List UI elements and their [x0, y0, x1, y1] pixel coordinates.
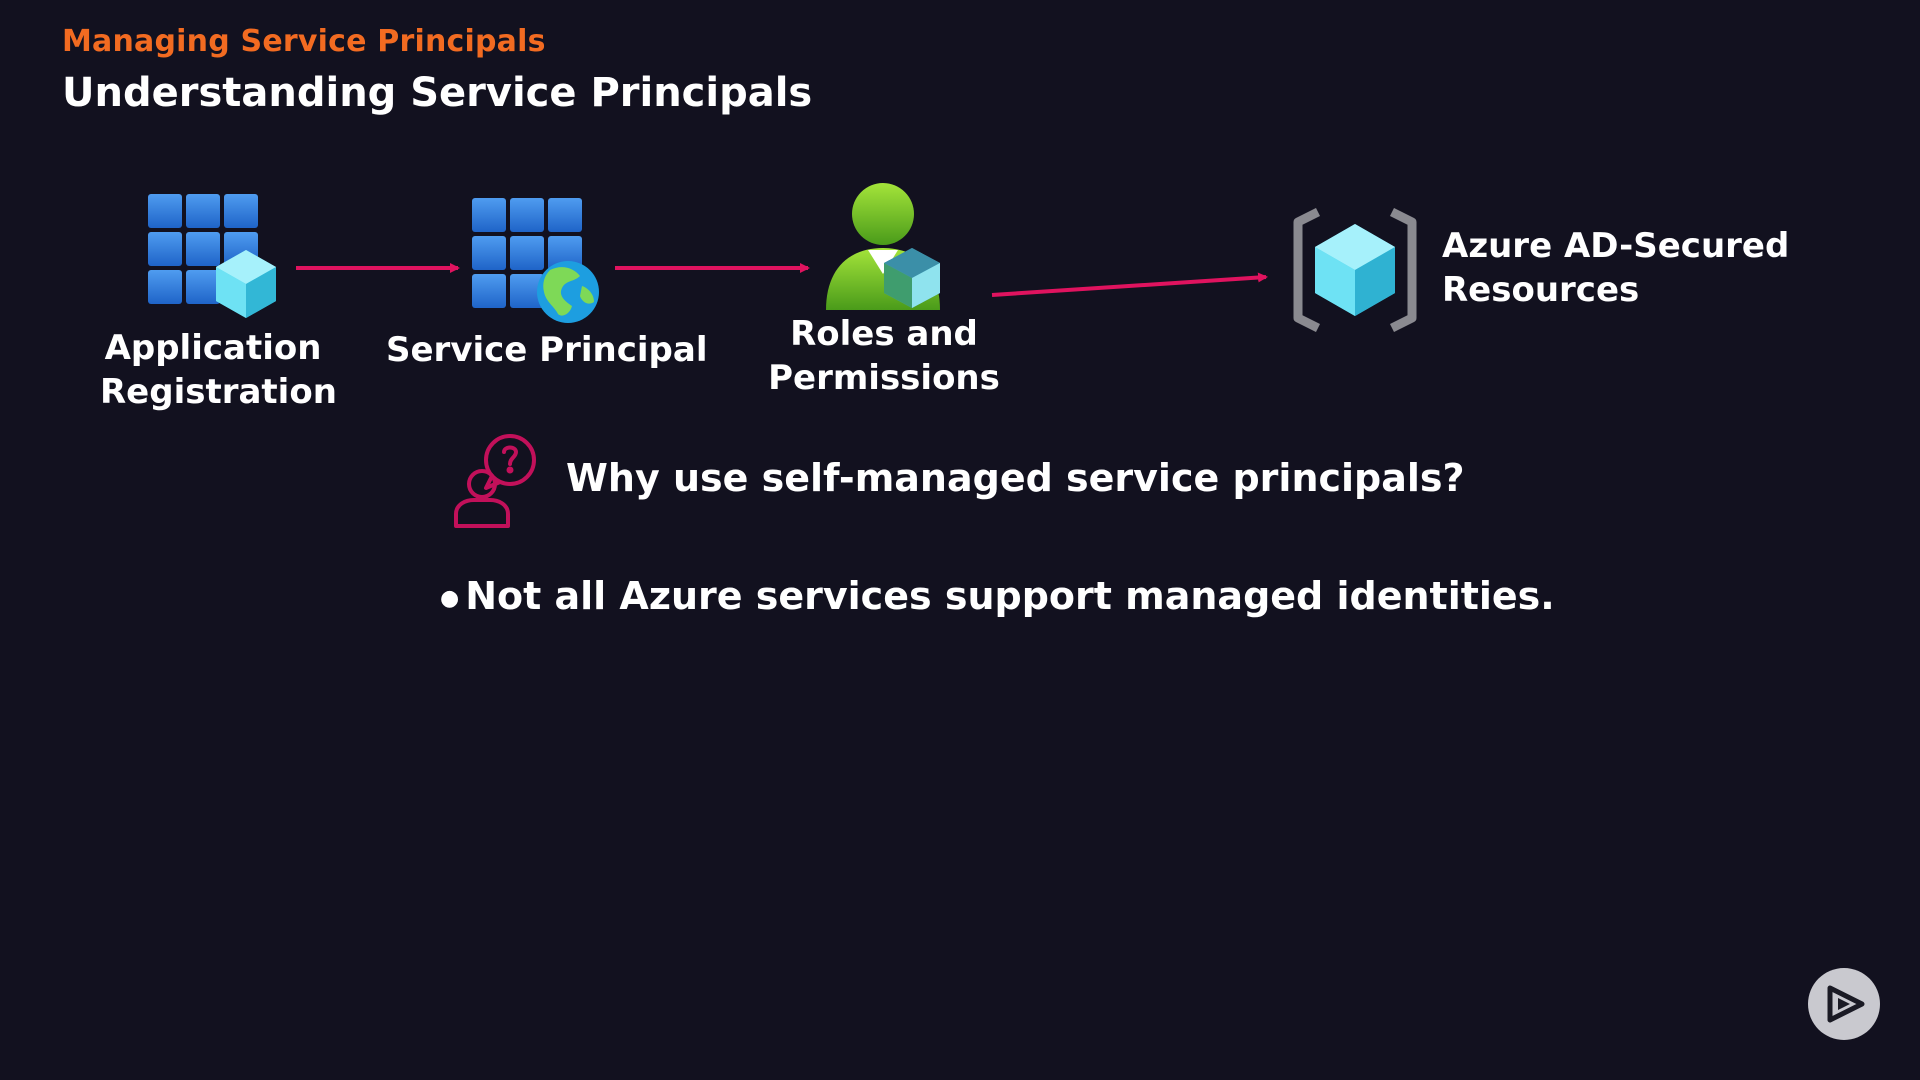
- play-button[interactable]: [1808, 968, 1880, 1040]
- section-kicker: Managing Service Principals: [62, 24, 546, 59]
- app-registration-icon: [148, 194, 276, 318]
- node-label-roles-permissions: Roles and Permissions: [768, 314, 1000, 398]
- resource-cube-icon: [1293, 208, 1417, 332]
- node-label-service-principal: Service Principal: [386, 330, 708, 370]
- person-question-icon: [454, 434, 536, 528]
- node-label-app-registration: Application Registration: [100, 328, 337, 412]
- edge-roles-to-resources: [991, 272, 1268, 297]
- user-role-icon: [826, 183, 940, 310]
- bullet-text: Not all Azure services support managed i…: [465, 574, 1555, 618]
- question-text: Why use self-managed service principals?: [566, 456, 1465, 500]
- node-label-resources: Azure AD-Secured Resources: [1442, 226, 1790, 310]
- bullet-dot: ●: [440, 586, 460, 611]
- bullet-item: ●Not all Azure services support managed …: [440, 574, 1555, 618]
- slide-title: Understanding Service Principals: [62, 70, 813, 116]
- service-principal-icon: [472, 198, 599, 323]
- play-icon: [1827, 985, 1865, 1023]
